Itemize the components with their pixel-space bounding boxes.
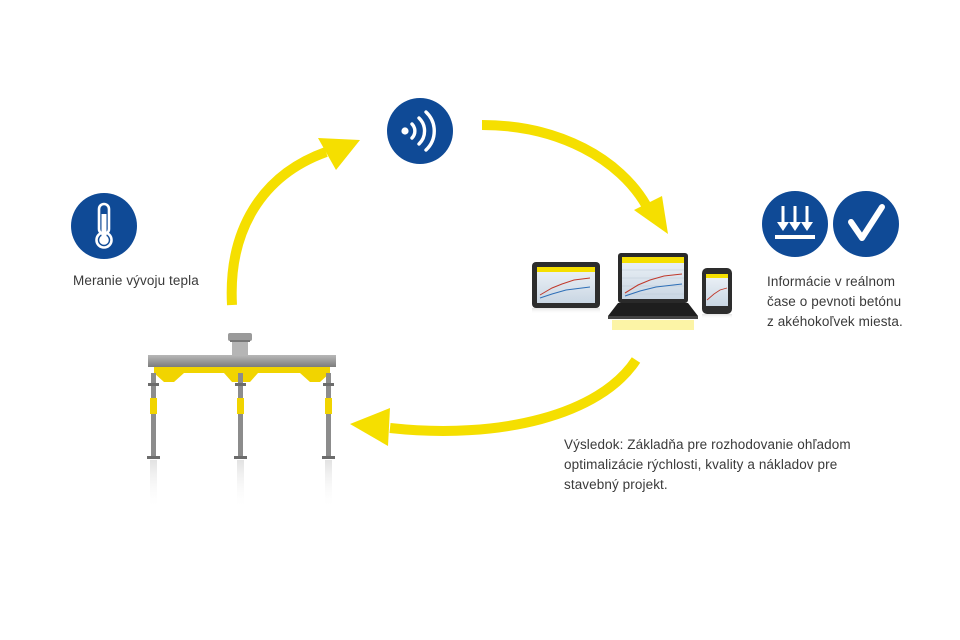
info-line-1: Informácie v reálnom	[767, 274, 896, 289]
info-label: Informácie v reálnom čase o pevnoti betó…	[767, 272, 903, 332]
result-line-1: Výsledok: Základňa pre rozhodovanie ohľa…	[564, 437, 851, 452]
arrow-down-right	[481, 120, 651, 208]
arrow-head-back-left	[350, 408, 390, 446]
arrow-up-left	[226, 147, 328, 306]
phone-device	[702, 268, 732, 319]
result-line-2: optimalizácie rýchlosti, kvality a nákla…	[564, 457, 838, 472]
pressure-arrows-icon	[762, 191, 828, 257]
thermometer-icon	[71, 193, 137, 259]
wireless-signal-icon	[387, 98, 453, 164]
cycle-arrows	[226, 120, 651, 436]
arrow-heads	[318, 138, 668, 446]
result-label: Výsledok: Základňa pre rozhodovanie ohľa…	[564, 435, 851, 495]
formwork-structure	[147, 333, 336, 510]
info-line-3: z akéhokoľvek miesta.	[767, 314, 903, 329]
laptop-device	[608, 253, 698, 330]
checkmark-icon	[833, 191, 899, 257]
arrow-back-left	[389, 357, 641, 436]
arrow-head-up-left	[318, 138, 360, 170]
tablet-device	[532, 262, 600, 314]
result-line-3: stavebný projekt.	[564, 477, 668, 492]
arrow-head-down-right	[634, 196, 668, 234]
temperature-label-text: Meranie vývoju tepla	[73, 273, 199, 288]
temperature-label: Meranie vývoju tepla	[73, 271, 199, 291]
info-line-2: čase o pevnoti betónu	[767, 294, 902, 309]
